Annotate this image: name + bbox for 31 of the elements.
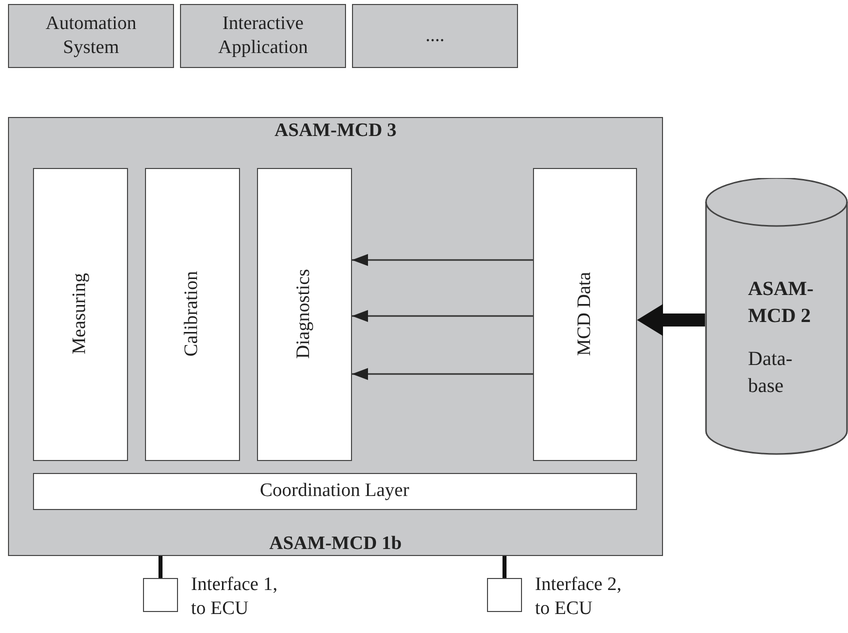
module-box (144, 168, 240, 460)
application-box (8, 4, 174, 68)
connector-line (502, 556, 506, 578)
box-label: Automation System (44, 12, 138, 60)
box-label: Diagnostics (292, 269, 316, 359)
application-box (352, 4, 518, 68)
connector-line (158, 556, 162, 578)
arrow (352, 310, 533, 322)
box-label: Coordination Layer (260, 479, 410, 503)
module-box (32, 168, 128, 460)
interface-box (143, 578, 178, 612)
system-panel (8, 117, 663, 556)
interface-box (487, 578, 522, 612)
interface-label: Interface 1, to ECU (191, 573, 278, 620)
interface-label: Interface 2, to ECU (535, 573, 622, 620)
database-title: ASAM- MCD 2 (748, 277, 812, 329)
box-label: MCD Data (572, 272, 596, 356)
arrow (352, 254, 533, 266)
module-box (256, 168, 352, 460)
box-label: .... (426, 24, 444, 48)
box-label: Measuring (68, 273, 92, 355)
box-label: Interactive Application (217, 12, 309, 60)
layer-box (32, 472, 636, 510)
group-title: ASAM-MCD 3 (274, 120, 396, 142)
database-label: Data- base (748, 347, 794, 399)
arrow (352, 368, 533, 380)
group-label: ASAM-MCD 1b (269, 533, 402, 555)
application-box (180, 4, 346, 68)
box-label: Calibration (180, 271, 204, 357)
arrow (637, 304, 705, 336)
data-box (532, 168, 636, 460)
